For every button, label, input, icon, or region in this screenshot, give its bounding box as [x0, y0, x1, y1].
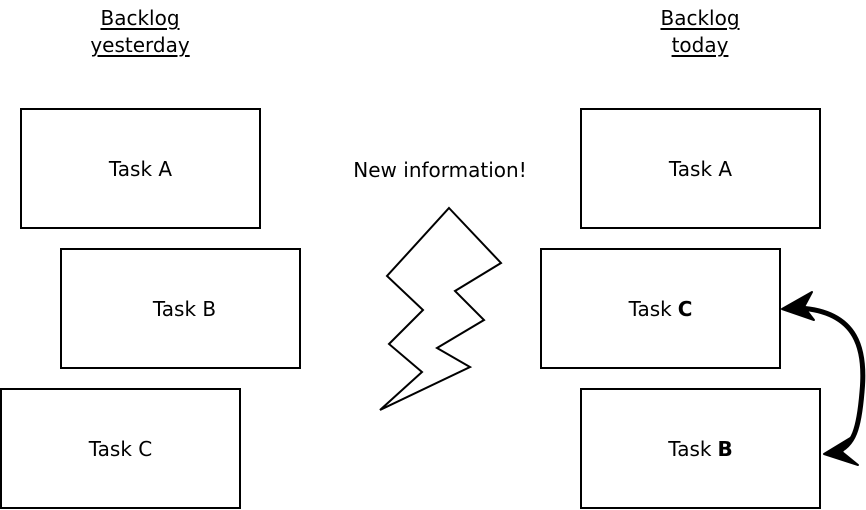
heading-line-2: today: [671, 33, 729, 57]
task-label: Task A: [109, 157, 172, 181]
task-letter: A: [158, 156, 173, 181]
task-prefix: Task: [108, 156, 153, 181]
task-prefix: Task: [628, 296, 672, 321]
task-letter-bold: B: [717, 436, 733, 461]
task-prefix: Task: [88, 436, 132, 461]
new-information-label: New information!: [353, 158, 527, 182]
heading-line-2: yesterday: [90, 33, 190, 57]
yesterday-task-b-box: Task B: [60, 248, 301, 369]
task-letter: A: [718, 156, 733, 181]
task-label: Task A: [669, 157, 732, 181]
heading-line-1: Backlog: [100, 6, 180, 30]
task-letter-bold: C: [677, 296, 693, 321]
task-letter: B: [202, 296, 217, 321]
task-prefix: Task: [668, 436, 712, 461]
task-prefix: Task: [152, 296, 197, 321]
task-letter: C: [138, 436, 153, 461]
task-prefix: Task: [668, 156, 713, 181]
heading-line-1: Backlog: [660, 6, 740, 30]
task-label: Task C: [89, 437, 153, 461]
today-task-a-box: Task A: [580, 108, 821, 229]
backlog-today-heading: Backlog today: [620, 5, 780, 59]
yesterday-task-a-box: Task A: [20, 108, 261, 229]
task-label: Task B: [153, 297, 216, 321]
backlog-yesterday-heading: Backlog yesterday: [60, 5, 220, 59]
yesterday-task-c-box: Task C: [0, 388, 241, 509]
